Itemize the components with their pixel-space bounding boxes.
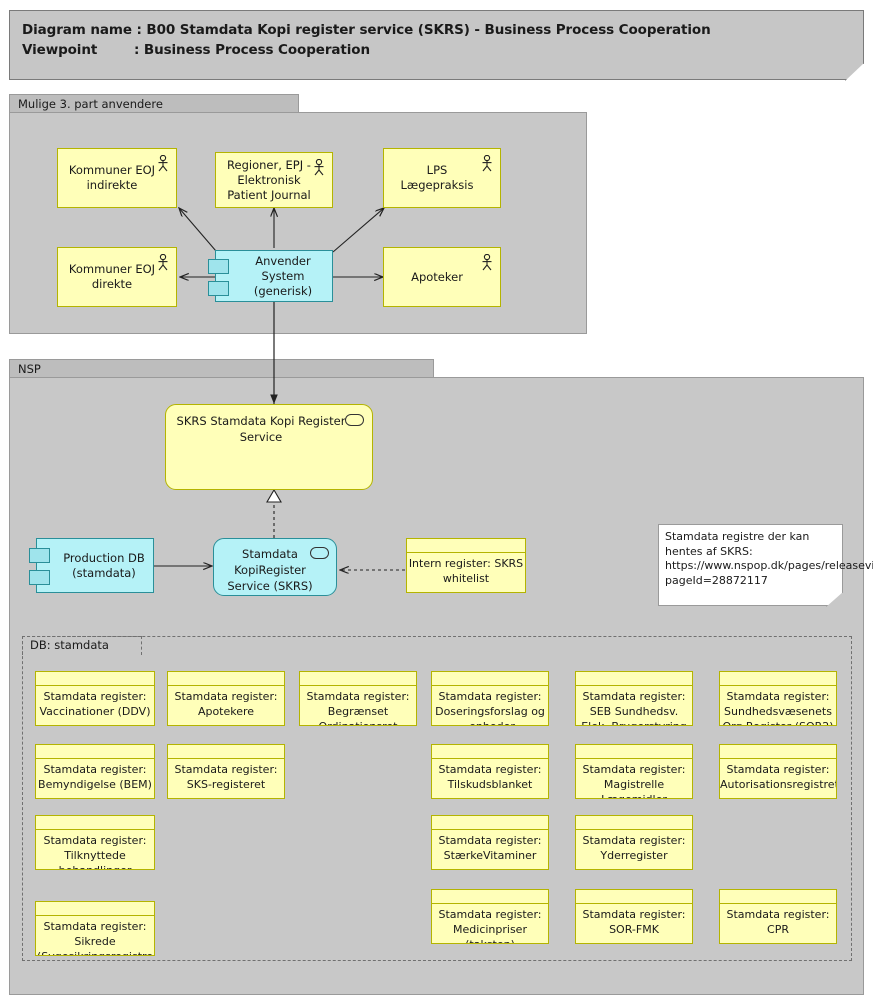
actor-icon xyxy=(158,155,168,172)
group-nsp-header: NSP xyxy=(9,359,434,378)
group-nsp-label: NSP xyxy=(18,362,41,376)
register-sks-registeret[interactable]: Stamdata register: SKS-registeret xyxy=(167,744,285,799)
actor-label: LPS Lægepraksis xyxy=(400,163,474,192)
register-label: Stamdata register: Tilskudsblanket xyxy=(438,763,542,791)
component-production-db[interactable]: Production DB (stamdata) xyxy=(29,538,154,593)
register-tab-strip-icon xyxy=(576,672,692,686)
register-label: Stamdata register: SEB Sundhedsv. Elek. … xyxy=(581,690,687,725)
register-tab-strip-icon xyxy=(720,745,836,759)
register-label: Stamdata register: Sundhedsvæsenets Org … xyxy=(722,690,833,725)
info-note-text: Stamdata registre der kan hentes af SKRS… xyxy=(665,530,873,587)
register-label: Stamdata register: Vaccinationer (DDV) xyxy=(39,690,151,718)
register-cpr[interactable]: Stamdata register: CPR xyxy=(719,889,837,944)
register-tab-strip-icon xyxy=(576,745,692,759)
register-tab-strip-icon xyxy=(720,672,836,686)
register-vaccinationer-ddv[interactable]: Stamdata register: Vaccinationer (DDV) xyxy=(35,671,155,726)
component-port-upper-icon xyxy=(208,259,229,274)
register-intern-skrs-whitelist[interactable]: Intern register: SKRS whitelist xyxy=(406,538,526,593)
register-label: Stamdata register: Doseringsforslag og -… xyxy=(435,690,545,725)
register-label: Stamdata register: SKS-registeret xyxy=(174,763,278,791)
group-db-stamdata-body xyxy=(22,636,852,961)
component-label: Production DB (stamdata) xyxy=(63,550,145,580)
register-bemyndigelse-bem[interactable]: Stamdata register: Bemyndigelse (BEM) xyxy=(35,744,155,799)
register-label: Stamdata register: Autorisationsregistre… xyxy=(720,763,837,791)
component-anvender-system[interactable]: Anvender System (generisk) xyxy=(208,250,333,302)
actor-kommuner-eoj-indirekte[interactable]: Kommuner EOJ indirekte xyxy=(57,148,177,208)
register-label: Stamdata register: CPR xyxy=(726,908,830,936)
register-sikrede[interactable]: Stamdata register: Sikrede (Sygesikrings… xyxy=(35,901,155,956)
register-sor-fmk[interactable]: Stamdata register: SOR-FMK xyxy=(575,889,693,944)
register-label: Stamdata register: Sikrede (Sygesikrings… xyxy=(37,920,153,955)
register-label: Stamdata register: Tilknyttede behandlin… xyxy=(43,834,147,869)
register-tab-strip-icon xyxy=(576,816,692,830)
register-medicinpriser[interactable]: Stamdata register: Medicinpriser (takste… xyxy=(431,889,549,944)
register-staerkevitaminer[interactable]: Stamdata register: StærkeVitaminer xyxy=(431,815,549,870)
actor-label: Kommuner EOJ direkte xyxy=(68,262,156,291)
register-tab-strip-icon xyxy=(168,745,284,759)
diagram-title-note: Diagram name : B00 Stamdata Kopi registe… xyxy=(9,10,864,80)
register-tilknyttede-behandlinger[interactable]: Stamdata register: Tilknyttede behandlin… xyxy=(35,815,155,870)
register-label: Stamdata register: Begrænset Ordinations… xyxy=(306,690,410,725)
component-port-lower-icon xyxy=(29,570,50,585)
register-label: Stamdata register: Magistrelle Lægemidle… xyxy=(582,763,686,798)
component-label: Anvender System (generisk) xyxy=(253,253,313,298)
service-label: Stamdata KopiRegister Service (SKRS) xyxy=(227,547,313,593)
service-stamdata-kopiregister[interactable]: Stamdata KopiRegister Service (SKRS) xyxy=(213,538,337,596)
actor-icon xyxy=(158,254,168,271)
info-note: Stamdata registre der kan hentes af SKRS… xyxy=(658,524,873,606)
group-db-stamdata-label: DB: stamdata xyxy=(30,638,109,652)
register-label: Stamdata register: Apotekere xyxy=(174,690,278,718)
register-label: Stamdata register: Medicinpriser (takste… xyxy=(438,908,542,943)
register-tilskudsblanket[interactable]: Stamdata register: Tilskudsblanket xyxy=(431,744,549,799)
register-label: Stamdata register: Bemyndigelse (BEM) xyxy=(38,763,152,791)
register-tab-strip-icon xyxy=(432,672,548,686)
actor-label: Apoteker xyxy=(411,269,463,284)
actor-label: Regioner, EPJ - Elektronisk Patient Jour… xyxy=(227,157,311,202)
component-port-lower-icon xyxy=(208,281,229,296)
actor-icon xyxy=(482,155,492,172)
service-oval-icon xyxy=(345,414,364,426)
register-tab-strip-icon xyxy=(36,672,154,686)
register-yderregister[interactable]: Stamdata register: Yderregister xyxy=(575,815,693,870)
register-tab-strip-icon xyxy=(36,816,154,830)
register-tab-strip-icon xyxy=(720,890,836,904)
actor-icon xyxy=(482,254,492,271)
register-doseringsforslag[interactable]: Stamdata register: Doseringsforslag og -… xyxy=(431,671,549,726)
register-label: Stamdata register: StærkeVitaminer xyxy=(438,834,542,862)
group-db-tab-mask xyxy=(23,654,141,656)
register-seb[interactable]: Stamdata register: SEB Sundhedsv. Elek. … xyxy=(575,671,693,726)
viewpoint-line: Viewpoint : Business Process Cooperation xyxy=(22,42,370,58)
register-tab-strip-icon xyxy=(300,672,416,686)
actor-apoteker[interactable]: Apoteker xyxy=(383,247,501,307)
register-tab-strip-icon xyxy=(432,816,548,830)
register-tab-strip-icon xyxy=(36,902,154,916)
register-tab-strip-icon xyxy=(36,745,154,759)
register-label: Stamdata register: Yderregister xyxy=(582,834,686,862)
actor-lps-laegepraksis[interactable]: LPS Lægepraksis xyxy=(383,148,501,208)
actor-regioner-epj[interactable]: Regioner, EPJ - Elektronisk Patient Jour… xyxy=(215,152,333,208)
service-label: SKRS Stamdata Kopi Register Service xyxy=(176,414,346,444)
group-third-party-label: Mulige 3. part anvendere xyxy=(18,97,163,111)
group-db-stamdata-header: DB: stamdata xyxy=(22,636,142,655)
register-tab-strip-icon xyxy=(576,890,692,904)
register-autorisationsregistret[interactable]: Stamdata register: Autorisationsregistre… xyxy=(719,744,837,799)
group-third-party-header: Mulige 3. part anvendere xyxy=(9,94,299,113)
actor-icon xyxy=(314,159,324,176)
register-label: Intern register: SKRS whitelist xyxy=(408,557,524,585)
register-tab-strip-icon xyxy=(168,672,284,686)
actor-kommuner-eoj-direkte[interactable]: Kommuner EOJ direkte xyxy=(57,247,177,307)
register-begraenset-ordinationsret[interactable]: Stamdata register: Begrænset Ordinations… xyxy=(299,671,417,726)
register-apotekere[interactable]: Stamdata register: Apotekere xyxy=(167,671,285,726)
register-sor2[interactable]: Stamdata register: Sundhedsvæsenets Org … xyxy=(719,671,837,726)
diagram-name-line: Diagram name : B00 Stamdata Kopi registe… xyxy=(22,22,711,38)
register-magistrelle-laegemidler[interactable]: Stamdata register: Magistrelle Lægemidle… xyxy=(575,744,693,799)
actor-label: Kommuner EOJ indirekte xyxy=(68,163,156,192)
service-skrs-stamdata-kopi-register[interactable]: SKRS Stamdata Kopi Register Service xyxy=(165,404,373,490)
register-tab-strip-icon xyxy=(407,539,525,553)
component-port-upper-icon xyxy=(29,548,50,563)
service-oval-icon xyxy=(310,547,329,559)
register-tab-strip-icon xyxy=(432,890,548,904)
register-tab-strip-icon xyxy=(432,745,548,759)
register-label: Stamdata register: SOR-FMK xyxy=(582,908,686,936)
